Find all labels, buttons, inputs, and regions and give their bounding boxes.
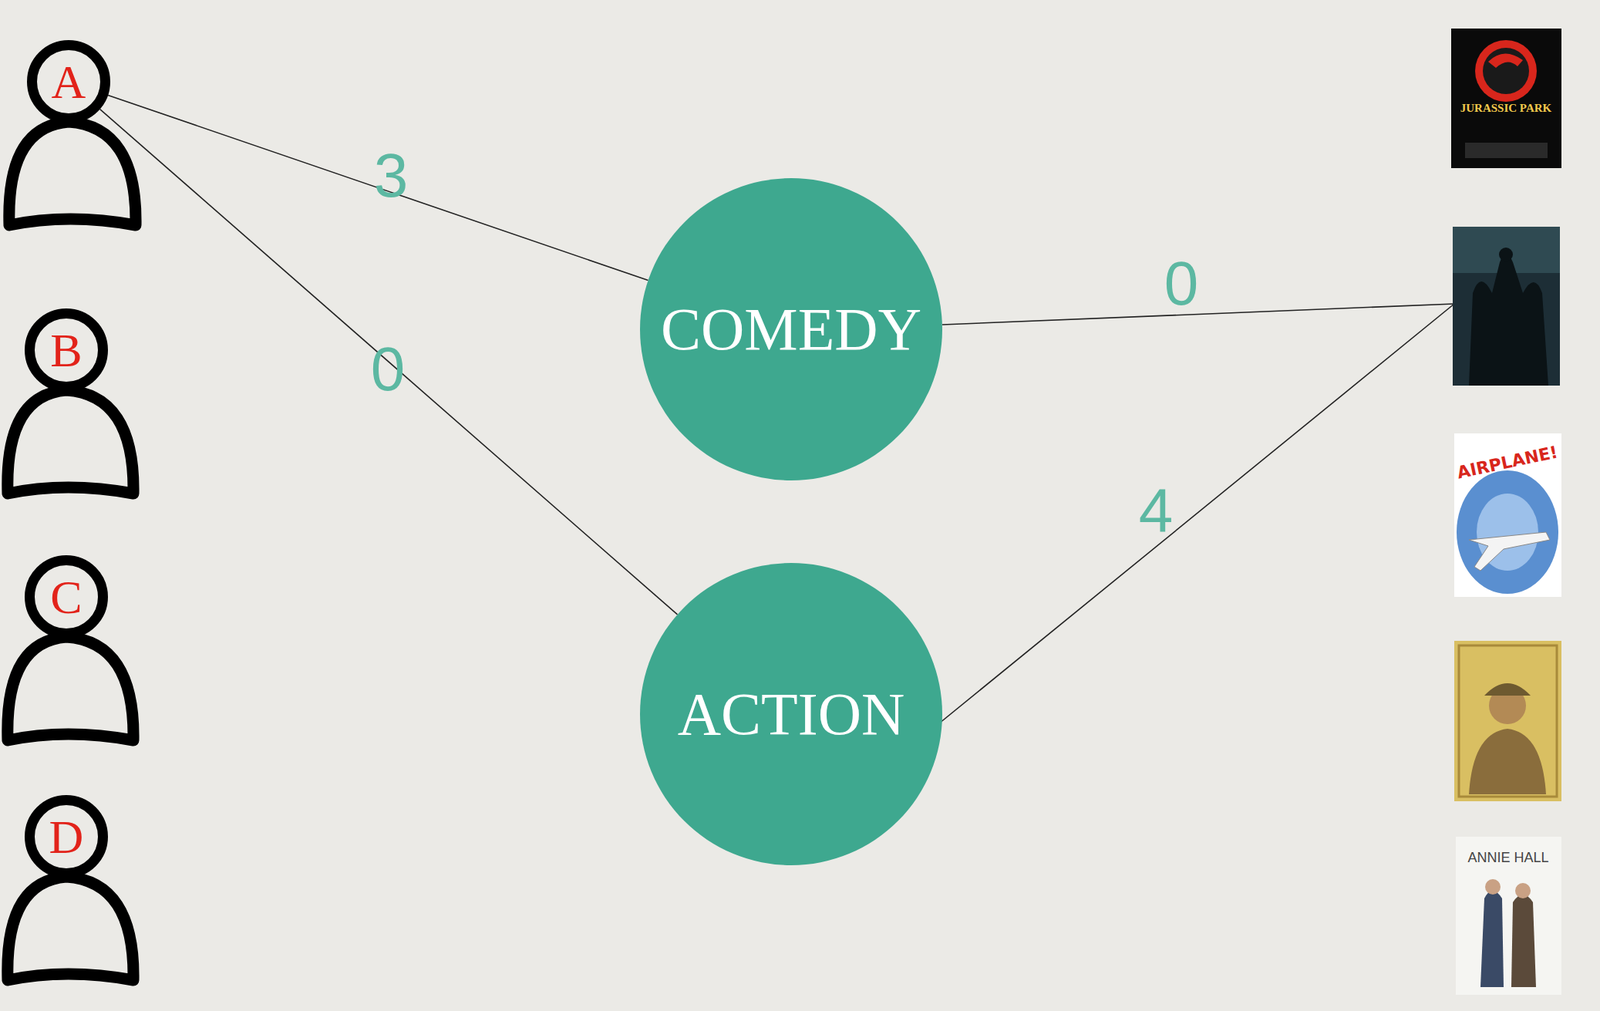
poster-title: JURASSIC PARK: [1460, 102, 1552, 115]
person-body: [7, 390, 134, 494]
user-letter: D: [49, 812, 85, 861]
poster-grapes-frame: [1458, 645, 1557, 797]
poster-title: ANNIE HALL: [1467, 850, 1549, 865]
person-body: [7, 876, 134, 981]
poster-dino: [1488, 53, 1523, 68]
user-head: A: [26, 40, 111, 124]
poster-figures: [1468, 253, 1549, 386]
person-body: [7, 636, 134, 741]
poster-logo: [1475, 40, 1537, 102]
poster-shoulders: [1468, 728, 1547, 795]
poster-figure: [1511, 894, 1536, 987]
poster-sky: [1456, 470, 1559, 594]
genre-label: ACTION: [677, 683, 906, 745]
poster-logo-inner: [1482, 47, 1530, 95]
poster-figure: [1480, 890, 1504, 987]
person-body: [9, 121, 136, 226]
rating-line: [939, 303, 1455, 724]
poster-head: [1515, 882, 1531, 899]
user-letter: C: [50, 572, 82, 621]
genre-label: COMEDY: [660, 299, 922, 360]
poster-head: [1498, 247, 1513, 262]
poster-annie: [1455, 836, 1562, 995]
user-head: B: [24, 308, 108, 392]
movie-posters: [1451, 28, 1562, 995]
genre-circle: COMEDY: [640, 178, 943, 481]
user-letter: B: [50, 326, 82, 374]
person-bodies: [7, 121, 136, 981]
user-head: D: [24, 794, 108, 879]
poster-head: [1485, 879, 1501, 895]
poster-hat: [1484, 683, 1531, 696]
rating-number: 3: [373, 144, 409, 207]
poster-credits: [1465, 142, 1548, 159]
rating-number: 4: [1138, 479, 1174, 542]
poster-jurassic: [1451, 28, 1562, 169]
rating-edge: [100, 109, 678, 615]
genre-circle: ACTION: [640, 562, 943, 866]
poster-matrix: [1452, 226, 1560, 386]
poster-airplane: [1454, 433, 1562, 597]
rating-number: 0: [370, 338, 406, 401]
poster-grapes: [1454, 640, 1562, 802]
rating-number: 0: [1164, 252, 1200, 315]
poster-plane: [1468, 532, 1550, 571]
user-head: C: [24, 555, 108, 639]
user-letter: A: [51, 57, 87, 106]
